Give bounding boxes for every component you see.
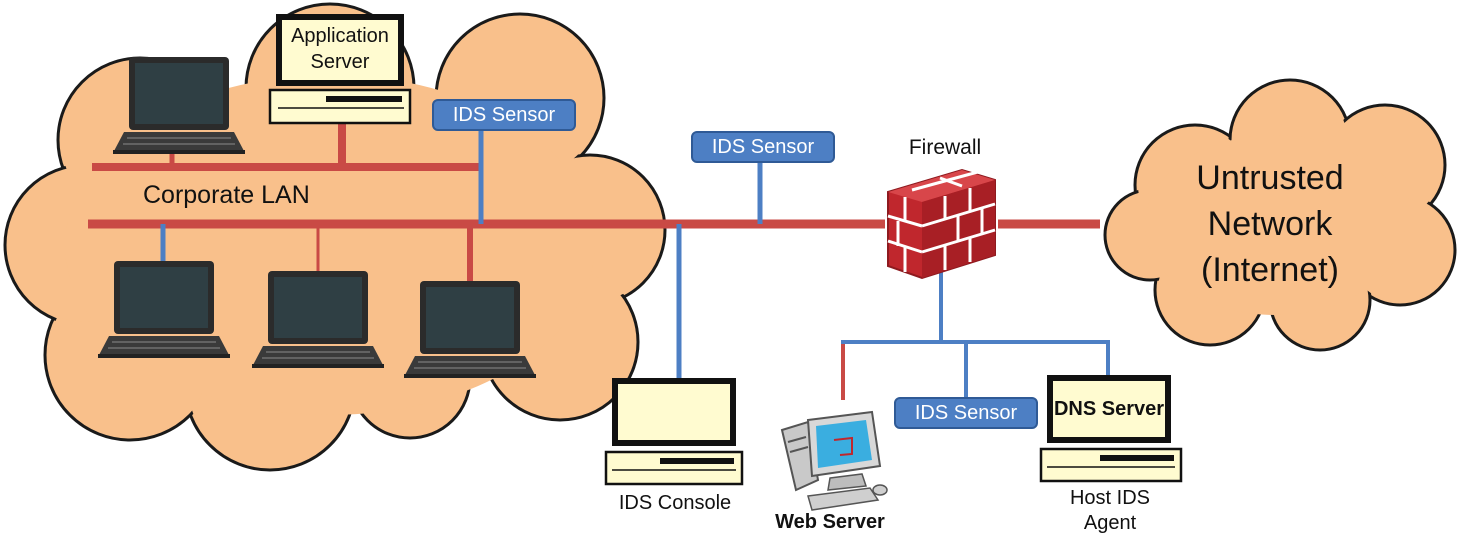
lan-cabling: [88, 124, 1100, 400]
web-server-label: Web Server: [775, 511, 885, 533]
ids-sensor-badge-lan: IDS Sensor: [432, 99, 576, 131]
dns-server-icon: [1039, 375, 1183, 483]
laptop-icon: [403, 280, 537, 379]
application-server-label-line2: Server: [310, 51, 370, 73]
host-ids-agent-line2: Agent: [1083, 512, 1137, 534]
ids-sensor-badge-dmz: IDS Sensor: [894, 397, 1038, 429]
internet-cloud: [1103, 78, 1457, 352]
untrusted-network-line3: (Internet): [1201, 251, 1339, 289]
ids-console-label: IDS Console: [618, 492, 732, 514]
brick-wall-icon: [887, 168, 996, 280]
firewall-label: Firewall: [908, 136, 982, 159]
application-server-label-line1: Application: [291, 25, 389, 47]
laptop-icon: [251, 270, 385, 369]
untrusted-network-label: Untrusted Network (Internet): [1170, 155, 1370, 293]
laptop-icon: [112, 56, 246, 155]
workstation-icon: [780, 410, 888, 511]
host-ids-agent-label: Host IDS Agent: [1045, 486, 1175, 536]
application-server-label: Application Server: [282, 23, 398, 75]
laptop-icon: [97, 260, 231, 359]
host-ids-agent-line1: Host IDS: [1069, 487, 1151, 509]
corporate-lan-label: Corporate LAN: [143, 181, 310, 209]
untrusted-network-line2: Network: [1207, 205, 1333, 243]
application-server-icon: [268, 14, 412, 125]
untrusted-network-line1: Untrusted: [1196, 159, 1344, 197]
ids-console-icon: [604, 378, 744, 486]
dns-server-label: DNS Server: [1053, 398, 1165, 420]
ids-sensor-badge-perimeter: IDS Sensor: [691, 131, 835, 163]
monitoring-links: [160, 128, 1110, 400]
